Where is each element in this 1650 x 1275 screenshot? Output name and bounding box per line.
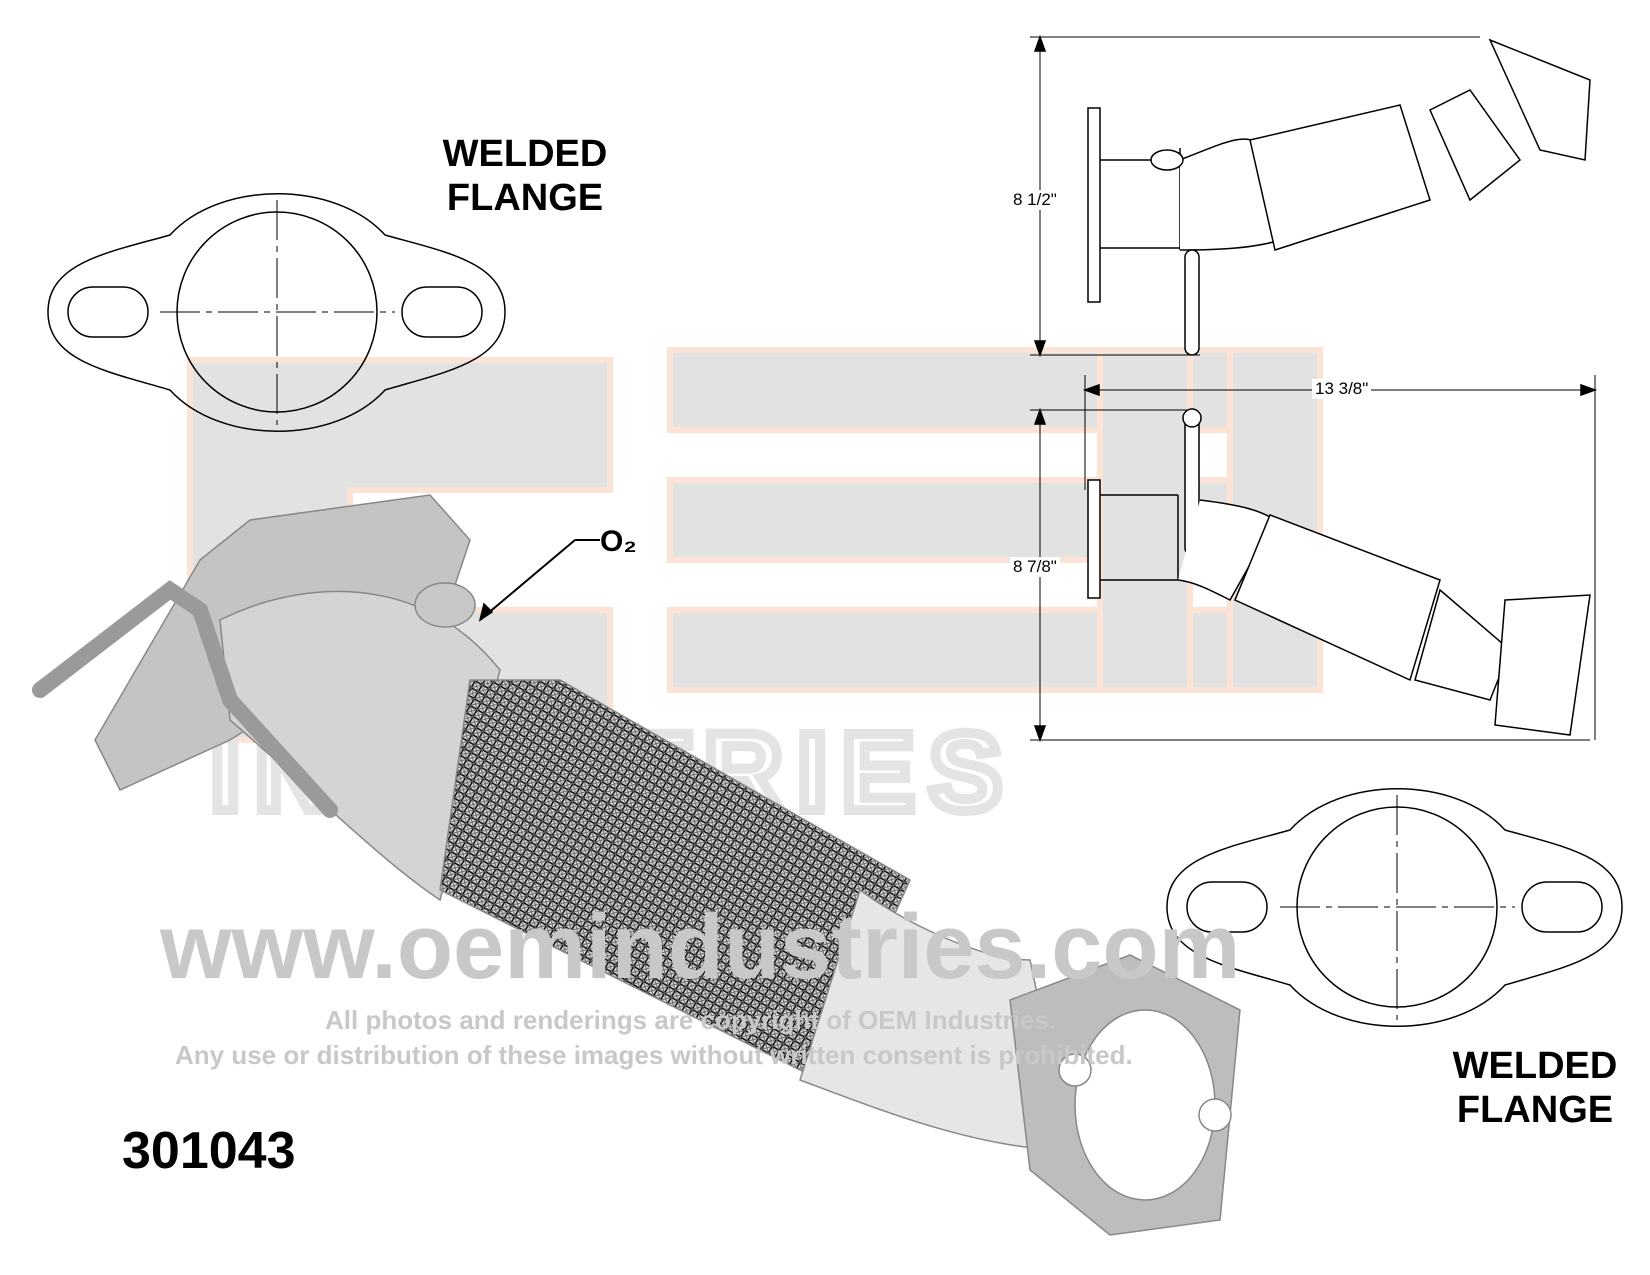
flange-outline-top xyxy=(47,193,506,432)
watermark-url: www.oemindustries.com xyxy=(160,896,1241,998)
dimension-side-height: 8 1/2" xyxy=(1010,190,1060,210)
dimension-top-height: 8 7/8" xyxy=(1010,557,1060,577)
copyright-line-1: All photos and renderings are copyright … xyxy=(325,1005,1056,1035)
label-line: FLANGE xyxy=(1456,1088,1614,1131)
copyright-line-2: Any use or distribution of these images … xyxy=(175,1040,1133,1070)
pipe-rendering xyxy=(32,494,1241,1236)
part-number: 301043 xyxy=(122,1122,296,1180)
dimension-length: 13 3/8" xyxy=(1312,379,1372,399)
welded-flange-label-top: WELDED FLANGE xyxy=(410,133,640,220)
o2-sensor-label: O₂ xyxy=(600,525,637,558)
welded-flange-label-bottom: WELDED FLANGE xyxy=(1420,1045,1650,1132)
label-line: WELDED xyxy=(1452,1045,1618,1087)
label-line: WELDED xyxy=(442,133,608,175)
top-view-drawing xyxy=(1030,375,1598,743)
side-view-drawing xyxy=(1030,34,1591,358)
flange-outline-bottom xyxy=(1166,788,1623,1027)
label-line: FLANGE xyxy=(446,176,604,219)
